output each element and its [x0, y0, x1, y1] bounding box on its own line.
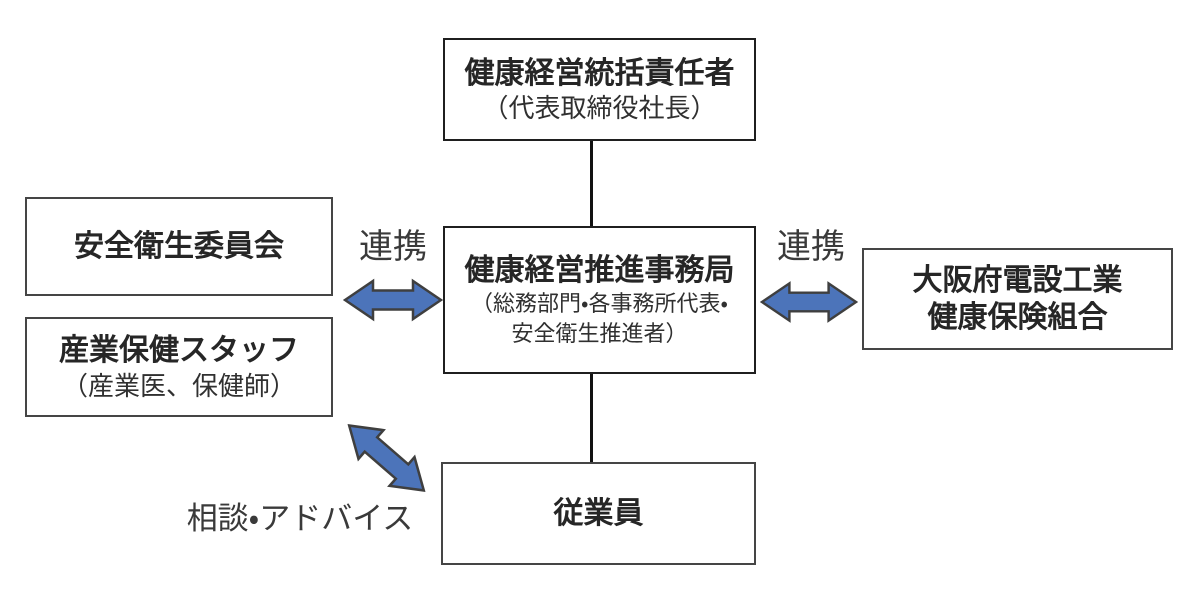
- node-subtitle: （産業医、保健師）: [61, 370, 296, 401]
- double-arrow-right-icon: [760, 280, 858, 324]
- node-title: 安全衛生委員会: [74, 229, 284, 263]
- link-label-left: 連携: [359, 228, 427, 266]
- double-arrow-diagonal-icon: [333, 408, 440, 509]
- node-employees: 従業員: [441, 462, 756, 565]
- double-arrow-shape: [343, 278, 443, 322]
- node-safety-committee: 安全衛生委員会: [25, 197, 333, 296]
- double-arrow-shape: [347, 424, 426, 492]
- node-title: 健康経営推進事務局: [464, 253, 735, 287]
- node-title: 従業員: [553, 496, 644, 530]
- node-subtitle: （代表取締役社長）: [482, 93, 717, 123]
- node-promotion-office: 健康経営推進事務局 （総務部門・各事務所代表・ 安全衛生推進者）: [443, 226, 756, 374]
- connector-chief-to-office: [590, 139, 593, 228]
- node-subtitle-line1: （総務部門・各事務所代表・: [471, 291, 728, 317]
- node-health-insurance-union: 大阪府電設工業 健康保険組合: [862, 248, 1173, 350]
- consult-advice-label: 相談・アドバイス: [186, 501, 414, 536]
- node-title: 産業保健スタッフ: [59, 334, 299, 367]
- node-title-line1: 大阪府電設工業: [912, 263, 1123, 297]
- node-chief-health-officer: 健康経営統括責任者 （代表取締役社長）: [443, 38, 756, 141]
- node-occupational-health-staff: 産業保健スタッフ （産業医、保健師）: [25, 317, 333, 417]
- node-subtitle-line2: 安全衛生推進者）: [511, 320, 688, 346]
- double-arrow-shape: [760, 281, 858, 323]
- connector-office-to-employees: [590, 372, 593, 464]
- node-title-line2: 健康保険組合: [927, 301, 1108, 334]
- link-label-right: 連携: [777, 228, 845, 266]
- node-title: 健康経営統括責任者: [464, 56, 735, 90]
- double-arrow-left-icon: [343, 278, 443, 322]
